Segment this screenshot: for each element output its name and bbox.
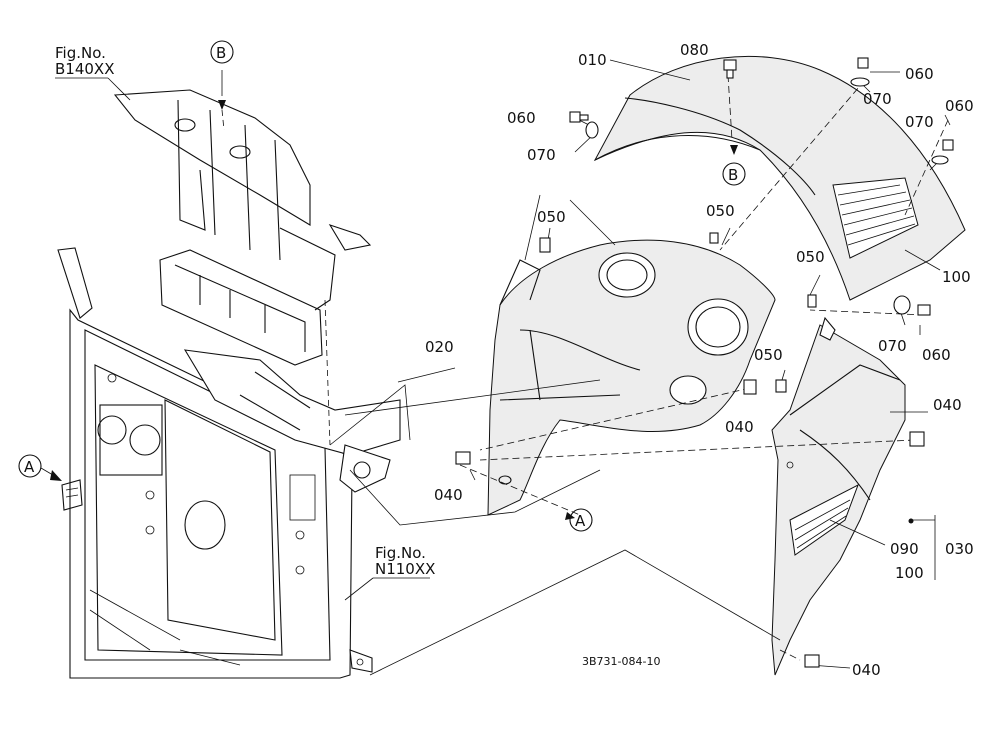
ref-marker-b-left: B (210, 40, 234, 110)
drawing-number: 3B731-084-10 (582, 655, 660, 668)
part-020-left-panel (487, 239, 776, 516)
ref-b-left-letter: B (216, 44, 226, 62)
label-040-c: 040 (434, 486, 463, 504)
label-070-c: 070 (905, 113, 934, 131)
label-050-b: 050 (706, 202, 735, 220)
ref-a-right-letter: A (575, 512, 586, 530)
label-060-c: 060 (945, 97, 974, 115)
label-040-b: 040 (933, 396, 962, 414)
ref-marker-a-right: A (565, 508, 593, 532)
label-050-d: 050 (754, 346, 783, 364)
label-100-b: 100 (895, 564, 924, 582)
leader-lines (329, 59, 951, 676)
label-090: 090 (890, 540, 919, 558)
fig-ref-label-2: Fig.No. (375, 544, 426, 562)
part-010-upper-cover (593, 55, 966, 301)
label-050-a: 050 (537, 208, 566, 226)
label-040-a: 040 (725, 418, 754, 436)
ref-b-right-letter: B (728, 166, 738, 184)
ref-marker-a-left: A (18, 454, 62, 481)
label-070-b: 070 (863, 90, 892, 108)
label-010: 010 (578, 51, 607, 69)
label-080: 080 (680, 41, 709, 59)
part-030-right-panel (771, 316, 906, 676)
part-labels: 010 080 060 070 050 050 050 050 060 070 … (425, 41, 974, 679)
label-070-a: 070 (527, 146, 556, 164)
fig-ref-n110xx: Fig.No. N110XX (344, 544, 435, 601)
label-100-a: 100 (942, 268, 971, 286)
label-040-d: 040 (852, 661, 881, 679)
label-020: 020 (425, 338, 454, 356)
ref-marker-b-right: B (722, 145, 746, 186)
fig-ref-label-1: Fig.No. (55, 44, 106, 62)
label-060-a: 060 (507, 109, 536, 127)
label-070-d: 070 (878, 337, 907, 355)
label-030: 030 (945, 540, 974, 558)
fig-ref-code-2: N110XX (375, 560, 435, 578)
label-050-c: 050 (796, 248, 825, 266)
ref-a-left-letter: A (24, 458, 35, 476)
label-060-b: 060 (905, 65, 934, 83)
dashboard-frame-assembly (57, 70, 401, 679)
fig-ref-b140xx: Fig.No. B140XX (55, 44, 131, 101)
hardware-bolts (455, 57, 954, 668)
fig-ref-code-1: B140XX (55, 60, 114, 78)
label-060-d: 060 (922, 346, 951, 364)
